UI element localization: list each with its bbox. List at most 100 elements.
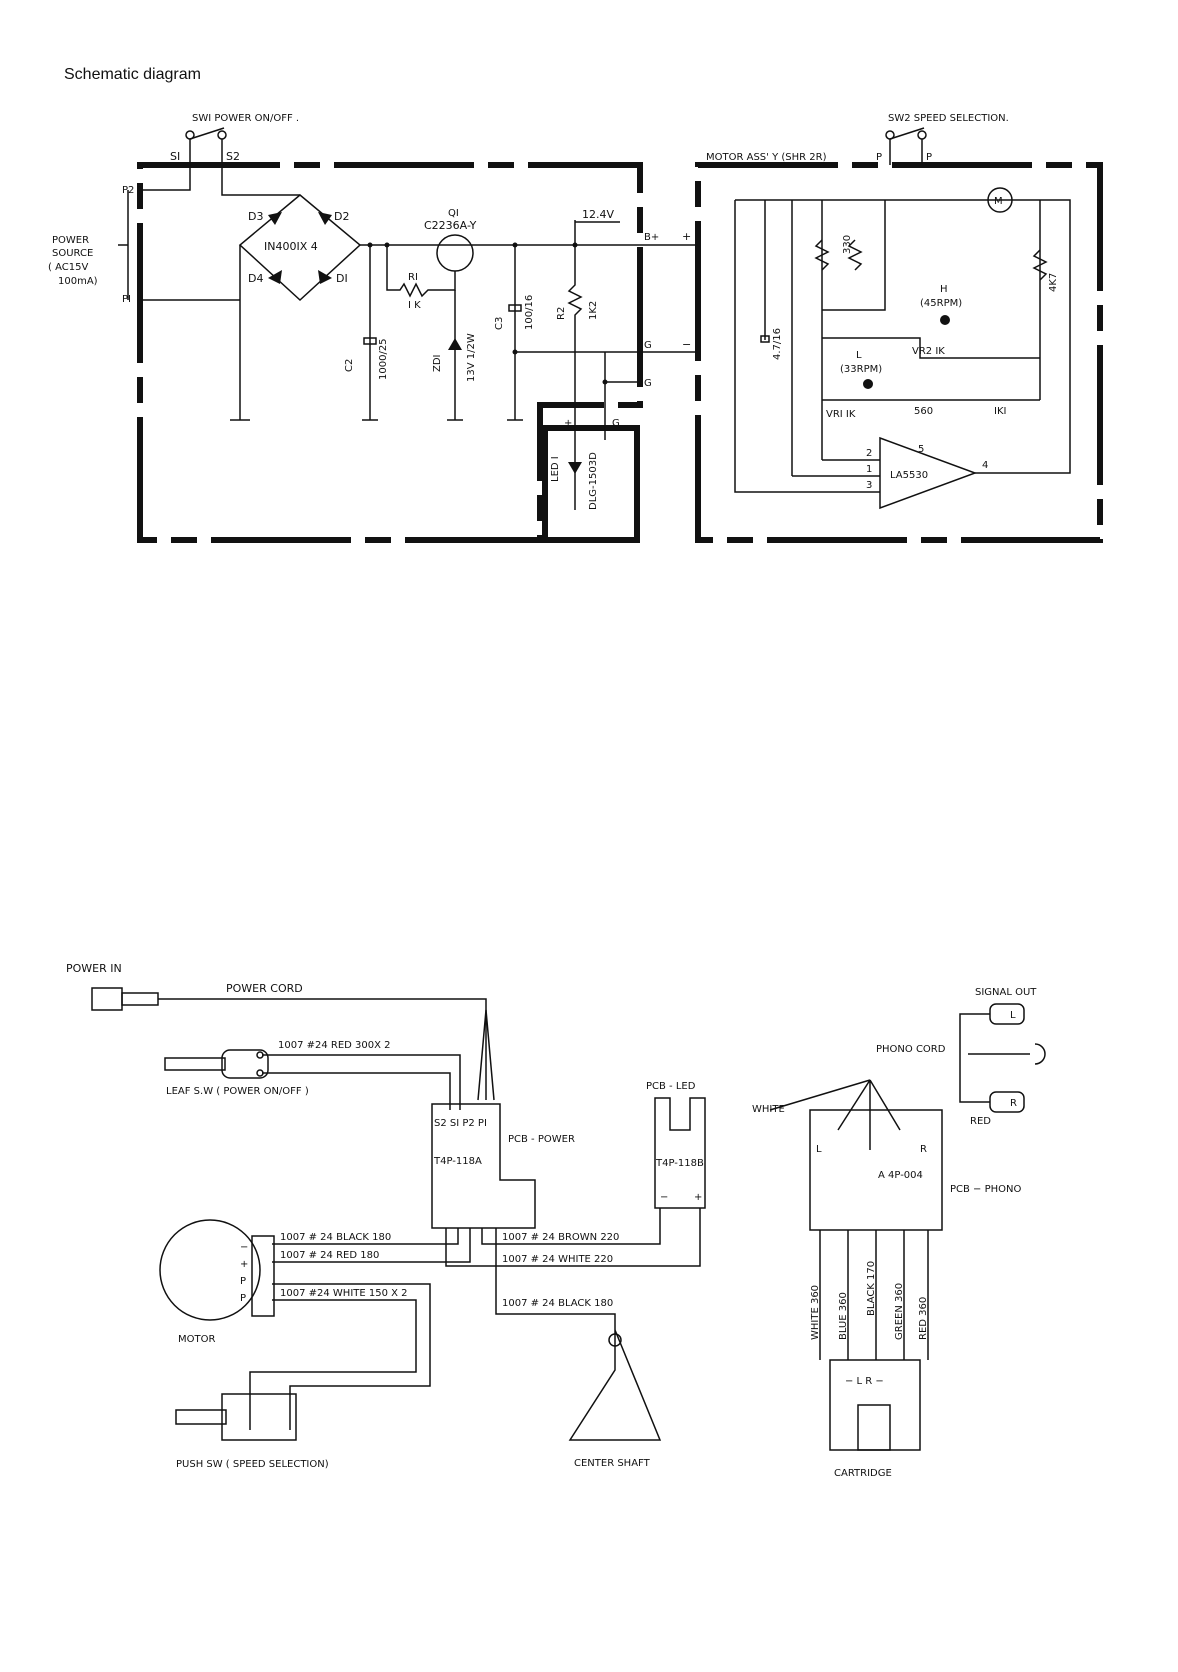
power-source-line3: ( AC15V xyxy=(48,262,88,273)
pcb-power-label: PCB - POWER xyxy=(508,1134,575,1145)
signal-out-label: SIGNAL OUT xyxy=(975,987,1037,998)
bplus-label: B+ xyxy=(644,232,659,243)
motor-icon-wiring xyxy=(159,1219,261,1321)
leaf-switch-icon xyxy=(164,1057,226,1071)
cart-wire-blue: BLUE 360 xyxy=(838,1292,849,1340)
power-in-label: POWER IN xyxy=(66,962,122,975)
push-sw-label: PUSH SW ( SPEED SELECTION) xyxy=(176,1459,329,1470)
r1-label: RI xyxy=(408,272,418,283)
phono-cord-label: PHONO CORD xyxy=(876,1044,946,1055)
motor-m: M xyxy=(994,196,1003,207)
r1k1-label: IKI xyxy=(994,406,1006,417)
phono-l: L xyxy=(816,1144,822,1155)
led-plus-pin: + xyxy=(564,418,572,429)
q1-label: QI xyxy=(448,208,459,219)
r4k7-label: 4K7 xyxy=(1048,273,1059,292)
red-wire-label: RED xyxy=(970,1116,991,1127)
jack-l: L xyxy=(1010,1010,1016,1021)
la5530-ic xyxy=(879,436,978,510)
pin4-label: 4 xyxy=(982,460,988,471)
cart-wire-green: GREEN 360 xyxy=(894,1283,905,1340)
pcb-led-plus: + xyxy=(694,1192,702,1203)
r560-label: 560 xyxy=(914,406,933,417)
d2-label: D2 xyxy=(334,210,349,223)
wiring-diagram: POWER IN POWER CORD 1007 #24 RED 300X 2 … xyxy=(66,962,1046,1479)
r2-value: 1K2 xyxy=(588,301,599,320)
c416-label: 4.7/16 xyxy=(772,328,783,360)
bridge-rectifier: D3 D2 D4 DI IN400IX 4 xyxy=(221,165,362,421)
cart-pins: − L R − xyxy=(845,1376,884,1387)
led-part: DLG-1503D xyxy=(588,452,599,510)
d1-diode-icon xyxy=(318,270,332,284)
pcb-power-pins: S2 SI P2 PI xyxy=(434,1118,487,1129)
leaf-wire-label: 1007 #24 RED 300X 2 xyxy=(278,1040,391,1051)
center-shaft-label: CENTER SHAFT xyxy=(574,1458,651,1469)
pin5-label: 5 xyxy=(918,444,924,455)
page-title: Schematic diagram xyxy=(64,66,201,83)
pin1-label: 1 xyxy=(866,464,872,475)
vr1-knob-icon xyxy=(863,379,873,389)
minus-label: − xyxy=(682,338,691,351)
g-label-2: G xyxy=(644,378,652,389)
leaf-sw-label: LEAF S.W ( POWER ON/OFF ) xyxy=(166,1086,309,1097)
ground-lug-icon xyxy=(1034,1043,1046,1065)
pin2-label: 2 xyxy=(866,448,872,459)
power-cord-label: POWER CORD xyxy=(226,982,303,995)
h-rpm-label: (45RPM) xyxy=(920,298,962,309)
phono-r: R xyxy=(920,1144,927,1155)
wire-white150: 1007 #24 WHITE 150 X 2 xyxy=(280,1288,408,1299)
q1-transistor: QI C2236A-Y xyxy=(424,208,477,272)
vr1-label: VRI IK xyxy=(826,409,856,420)
phono-part: A 4P-004 xyxy=(878,1170,923,1181)
pcb-led-board xyxy=(654,1097,706,1209)
pcb-led-minus: − xyxy=(660,1192,668,1203)
led-g-pin: G xyxy=(612,418,620,429)
power-source-line2: SOURCE xyxy=(52,248,93,259)
power-plug-icon xyxy=(91,987,123,1011)
led1-label: LED I xyxy=(550,456,561,482)
wire-black180-b: 1007 # 24 BLACK 180 xyxy=(502,1298,613,1309)
zd1-value: 13V 1/2W xyxy=(466,333,477,382)
d4-diode-icon xyxy=(268,270,282,284)
pcb-power-part: T4P-118A xyxy=(433,1156,482,1167)
bridge-label: IN400IX 4 xyxy=(264,240,318,253)
d2-diode-icon xyxy=(318,212,332,225)
p1-label: PI xyxy=(122,294,131,305)
pcb-led-label: PCB - LED xyxy=(646,1081,696,1092)
pcb-led-part: T4P-118B xyxy=(655,1158,704,1169)
h-label: H xyxy=(940,284,948,295)
c416-cap xyxy=(760,335,770,343)
vr2-knob-icon xyxy=(940,315,950,325)
r1-value: I K xyxy=(408,300,421,311)
pcb-phono-label: PCB − PHONO xyxy=(950,1184,1022,1195)
l-label: L xyxy=(856,350,862,361)
zd1-label: ZDI xyxy=(432,355,443,373)
power-board-outline xyxy=(137,162,643,543)
motor-pin-plus: + xyxy=(240,1259,248,1270)
pcb-power-board xyxy=(431,1103,536,1229)
p-label-2: P xyxy=(926,152,932,163)
vr2-label: VR2 IK xyxy=(912,346,945,357)
ic-label: LA5530 xyxy=(890,470,928,481)
motor-pin-minus: − xyxy=(240,1242,248,1253)
cart-wire-black: BLACK 170 xyxy=(866,1261,877,1316)
schematic-diagram: SWI POWER ON/OFF . SI S2 POWER SOURCE ( … xyxy=(48,113,1103,543)
d1-label: DI xyxy=(336,272,348,285)
cart-wire-red: RED 360 xyxy=(918,1297,929,1340)
d4-label: D4 xyxy=(248,272,263,285)
voltage-label: 12.4V xyxy=(582,208,614,221)
cart-wire-white: WHITE 360 xyxy=(810,1285,821,1340)
jack-r: R xyxy=(1010,1098,1017,1109)
sw2-switch: SW2 SPEED SELECTION. P P xyxy=(876,113,1009,165)
pcb-phono-board xyxy=(809,1109,943,1231)
wire-red180: 1007 # 24 RED 180 xyxy=(280,1250,379,1261)
l-rpm-label: (33RPM) xyxy=(840,364,882,375)
p-label-1: P xyxy=(876,152,882,163)
power-source-line1: POWER xyxy=(52,235,89,246)
push-switch-icon xyxy=(175,1409,227,1425)
motor-icon xyxy=(987,187,1013,213)
cartridge-label: CARTRIDGE xyxy=(834,1468,892,1479)
pin3-label: 3 xyxy=(866,480,872,491)
s2-label: S2 xyxy=(226,150,240,163)
